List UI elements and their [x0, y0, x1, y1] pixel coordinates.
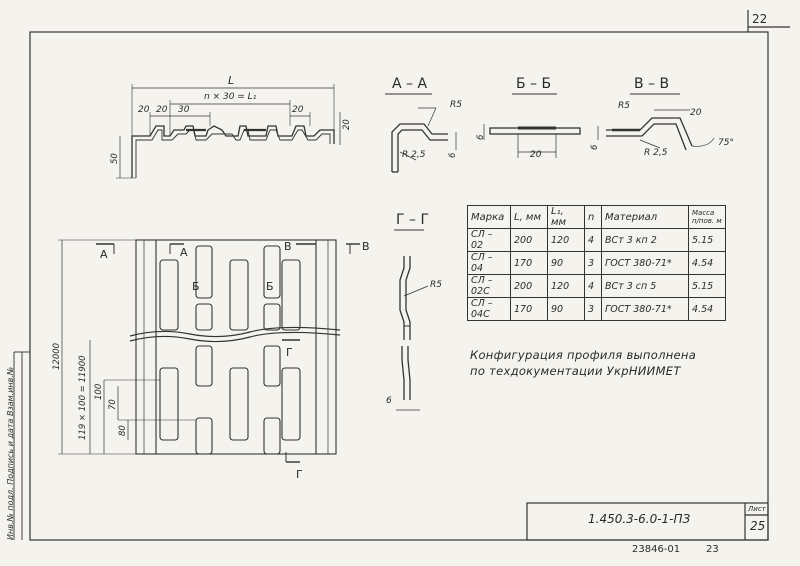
table-cell: 90 — [547, 251, 585, 275]
section-vv-d6: 6 — [590, 144, 600, 150]
table-row: СЛ – 02 200 120 4 ВСт 3 кп 2 5.15 — [467, 228, 726, 252]
section-aa-r5: R5 — [450, 100, 462, 110]
table-cell: 5.15 — [688, 274, 726, 298]
profile-elevation — [116, 84, 341, 179]
doc-code: 1.450.3-6.0-1-ПЗ — [588, 512, 691, 526]
section-vv — [597, 93, 715, 151]
table-cell: ВСт 3 сп 5 — [601, 274, 689, 298]
section-aa-d6: 6 — [448, 152, 458, 158]
plan-view — [58, 239, 360, 463]
archive-page: 23 — [706, 544, 719, 555]
table-row: СЛ – 02С 200 120 4 ВСт 3 сп 5 5.15 — [467, 274, 726, 298]
table-header: Марка — [467, 205, 511, 229]
note-line-1: Конфигурация профиля выполнена — [470, 348, 697, 362]
list-number: 25 — [750, 519, 766, 533]
section-vv-d20: 20 — [690, 108, 702, 118]
plan-dim-12000: 12000 — [52, 342, 62, 370]
table-header: L₁, мм — [547, 205, 585, 229]
section-bb-d6: 6 — [476, 134, 486, 140]
plan-label-g-top: Г — [286, 346, 293, 359]
archive-number: 23846-01 — [632, 544, 681, 555]
plan-label-g-bottom: Г — [296, 468, 303, 481]
grade-table: Марка L, мм L₁, мм n Материал Масса п/по… — [467, 205, 726, 321]
table-row: СЛ – 04 170 90 3 ГОСТ 380-71* 4.54 — [467, 251, 726, 275]
table-cell: 170 — [510, 297, 548, 321]
table-cell: 4 — [584, 274, 602, 298]
section-bb — [483, 93, 581, 158]
dim-50: 50 — [110, 153, 120, 164]
plan-label-a-left: А — [100, 248, 108, 261]
table-cell: 120 — [547, 274, 585, 298]
plan-label-v-right: В — [362, 240, 370, 253]
plan-dim-100: 100 — [94, 383, 104, 400]
dim-20b: 20 — [156, 105, 168, 115]
table-header-row: Марка L, мм L₁, мм n Материал Масса п/по… — [467, 205, 726, 229]
dim-20-right: 20 — [342, 119, 352, 130]
table-cell: ГОСТ 380-71* — [601, 297, 689, 321]
dim-n30: n × 30 = L₁ — [204, 92, 257, 102]
section-vv-r5: R5 — [618, 101, 630, 111]
table-cell: СЛ – 04С — [467, 297, 511, 321]
page-number: 22 — [752, 12, 768, 26]
table-cell: ГОСТ 380-71* — [601, 251, 689, 275]
plan-label-a-mid: А — [180, 246, 188, 259]
dim-20c: 20 — [292, 105, 304, 115]
section-vv-title: В – В — [634, 76, 670, 92]
section-aa — [385, 93, 457, 173]
table-cell: 3 — [584, 297, 602, 321]
title-block — [526, 502, 769, 541]
table-header: Масса п/пов. м — [688, 205, 726, 229]
table-header: n — [584, 205, 602, 229]
section-gg — [394, 229, 429, 411]
list-label: Лист — [748, 505, 766, 513]
section-vv-r25: R 2,5 — [644, 148, 668, 158]
table-cell: 200 — [510, 228, 548, 252]
dim-L: L — [228, 74, 235, 87]
table-cell: 5.15 — [688, 228, 726, 252]
table-cell: 4 — [584, 228, 602, 252]
section-bb-d20: 20 — [530, 150, 542, 160]
side-stamp: Инв.№ подл. Подпись и дата Взам.инв.№ — [6, 366, 15, 540]
section-vv-angle: 75° — [718, 138, 734, 148]
section-gg-r5: R5 — [430, 280, 442, 290]
table-header: L, мм — [510, 205, 548, 229]
plan-label-b2: Б — [266, 280, 274, 293]
section-gg-d6: 6 — [386, 396, 392, 406]
table-cell: ВСт 3 кп 2 — [601, 228, 689, 252]
table-cell: 4.54 — [688, 297, 726, 321]
dim-20a: 20 — [138, 105, 150, 115]
plan-dim-80: 80 — [118, 425, 128, 436]
section-bb-title: Б – Б — [516, 76, 552, 92]
sheet-frame — [29, 31, 769, 541]
table-cell: 3 — [584, 251, 602, 275]
table-cell: 200 — [510, 274, 548, 298]
section-aa-title: А – А — [392, 76, 428, 92]
table-header: Материал — [601, 205, 689, 229]
section-aa-r25: R 2,5 — [402, 150, 426, 160]
plan-label-v-mid: В — [284, 240, 292, 253]
section-gg-title: Г – Г — [396, 212, 429, 228]
plan-dim-70: 70 — [108, 399, 118, 410]
table-cell: 120 — [547, 228, 585, 252]
plan-dim-119: 119 × 100 = 11900 — [78, 355, 88, 440]
table-cell: СЛ – 02 — [467, 228, 511, 252]
table-cell: 170 — [510, 251, 548, 275]
table-cell: 90 — [547, 297, 585, 321]
note-line-2: по техдокументации УкрНИИМЕТ — [470, 364, 681, 378]
table-cell: СЛ – 02С — [467, 274, 511, 298]
table-cell: СЛ – 04 — [467, 251, 511, 275]
dim-30: 30 — [178, 105, 190, 115]
table-row: СЛ – 04С 170 90 3 ГОСТ 380-71* 4.54 — [467, 297, 726, 321]
plan-label-b: Б — [192, 280, 200, 293]
table-cell: 4.54 — [688, 251, 726, 275]
